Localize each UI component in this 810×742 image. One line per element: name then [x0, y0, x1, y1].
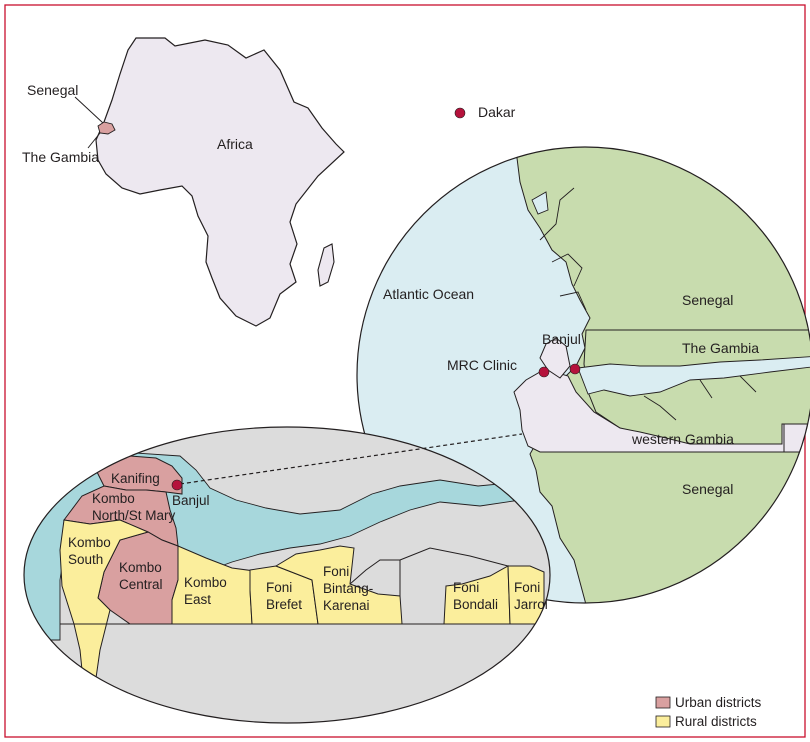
district-kombo-south	[59, 519, 150, 693]
africa-map: Africa Senegal The Gambia	[22, 37, 345, 327]
banjul-peninsula	[539, 337, 571, 379]
legend-label-urban: Urban districts	[675, 695, 762, 710]
legend-swatch-urban	[655, 696, 671, 709]
gambia-label-small: The Gambia	[22, 149, 99, 165]
africa-label: Africa	[217, 136, 253, 152]
inset-connector-line	[179, 433, 523, 485]
mrc-clinic-marker	[538, 366, 550, 378]
banjul-marker	[569, 363, 581, 375]
banjul-inset-label: Banjul	[172, 493, 210, 508]
border-line	[60, 547, 550, 625]
gambia-leader-line	[87, 132, 101, 149]
senegal-north-label: Senegal	[682, 292, 733, 308]
senegal-south-label: Senegal	[682, 481, 733, 497]
africa-outline	[95, 37, 345, 327]
district-label-kanifing: Kanifing	[111, 471, 160, 486]
atlantic-ocean-label: Atlantic Ocean	[383, 286, 474, 302]
border-line	[540, 329, 810, 453]
legend: Urban districts Rural districts	[655, 695, 762, 729]
dakar-label: Dakar	[478, 104, 516, 120]
mrc-clinic-label: MRC Clinic	[447, 357, 517, 373]
western-gambia-label: western Gambia	[631, 431, 734, 447]
banjul-label: Banjul	[542, 331, 581, 347]
banjul-inset-marker	[171, 479, 183, 491]
district-foni-jarrol	[507, 565, 545, 625]
district-foni-bintang	[274, 545, 403, 625]
the-gambia-label: The Gambia	[682, 340, 759, 356]
legend-label-rural: Rural districts	[675, 714, 757, 729]
dakar-marker	[454, 107, 466, 119]
gambia-river	[577, 355, 810, 397]
river-inlet	[531, 191, 549, 215]
western-gambia-region	[513, 369, 810, 453]
madagascar-outline	[317, 243, 335, 287]
legend-swatch-rural	[655, 715, 671, 728]
senegal-leader-line	[74, 96, 104, 124]
senegal-label-small: Senegal	[27, 82, 78, 98]
river-inlet	[643, 375, 757, 421]
river-inlet	[539, 187, 587, 311]
